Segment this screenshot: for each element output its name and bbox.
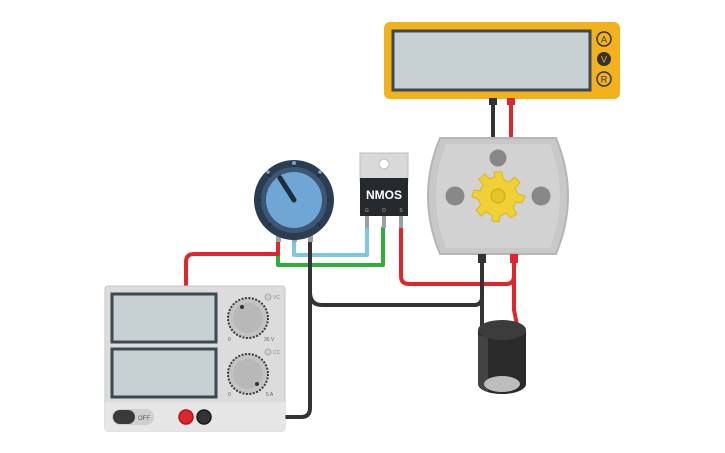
multimeter[interactable]: A V R [384, 22, 620, 105]
voltage-knob-max: 30 V [264, 337, 275, 343]
current-knob[interactable] [227, 353, 269, 395]
voltage-display [110, 292, 218, 344]
dc-motor[interactable] [427, 137, 569, 263]
mode-button-v[interactable]: V [597, 52, 611, 66]
nmos-pin-s: S [399, 208, 403, 214]
nmos-leg-gate[interactable] [365, 216, 369, 228]
mode-a-label: A [601, 35, 607, 45]
cc-label: CC [273, 350, 281, 356]
nmos-leg-source[interactable] [399, 216, 403, 228]
pot-pointer [277, 175, 297, 203]
vc-label: VC [273, 295, 280, 301]
wire-blue[interactable] [292, 226, 369, 257]
potentiometer[interactable] [254, 160, 334, 242]
mode-v-label: V [601, 55, 607, 65]
supply-terminal-negative[interactable] [196, 409, 212, 425]
motor-mount-hole-top [489, 149, 507, 167]
wire-red-supply[interactable] [184, 238, 280, 417]
nmos-tab-hole [378, 158, 390, 170]
wire-cap-red[interactable] [512, 260, 519, 327]
multimeter-screen [391, 29, 592, 92]
electrolytic-capacitor[interactable] [478, 320, 526, 394]
capacitor-bottom [484, 376, 520, 392]
power-switch-label: OFF [138, 416, 150, 422]
nmos-pin-d: D [382, 208, 386, 214]
voltage-knob[interactable] [227, 297, 269, 339]
motor-terminal-red[interactable] [510, 254, 518, 263]
power-switch[interactable]: OFF [112, 409, 154, 425]
vc-indicator [264, 293, 272, 301]
cc-indicator [264, 348, 272, 356]
wire-black-supply[interactable] [202, 238, 312, 419]
supply-terminal-positive[interactable] [178, 409, 194, 425]
mode-button-a[interactable]: A [596, 31, 612, 47]
gear-icon [471, 171, 526, 223]
current-display [110, 347, 218, 399]
mode-button-r[interactable]: R [596, 71, 612, 87]
motor-mount-hole-left [445, 186, 465, 206]
current-knob-min: 0 [228, 392, 231, 398]
power-supply[interactable]: VC 0 30 V CC 0 5 A OFF [104, 285, 286, 432]
motor-terminal-black[interactable] [478, 254, 486, 263]
nmos-pin-g: G [365, 208, 369, 214]
nmos-transistor[interactable]: NMOS G D S [359, 152, 409, 228]
nmos-leg-drain[interactable] [382, 216, 386, 228]
voltage-knob-min: 0 [228, 337, 231, 343]
meter-probe-black[interactable] [489, 98, 497, 105]
wires [184, 102, 519, 419]
current-knob-max: 5 A [266, 392, 274, 398]
nmos-label: NMOS [366, 188, 402, 202]
meter-probe-red[interactable] [507, 98, 515, 105]
motor-mount-hole-right [531, 186, 551, 206]
mode-r-label: R [601, 75, 608, 85]
